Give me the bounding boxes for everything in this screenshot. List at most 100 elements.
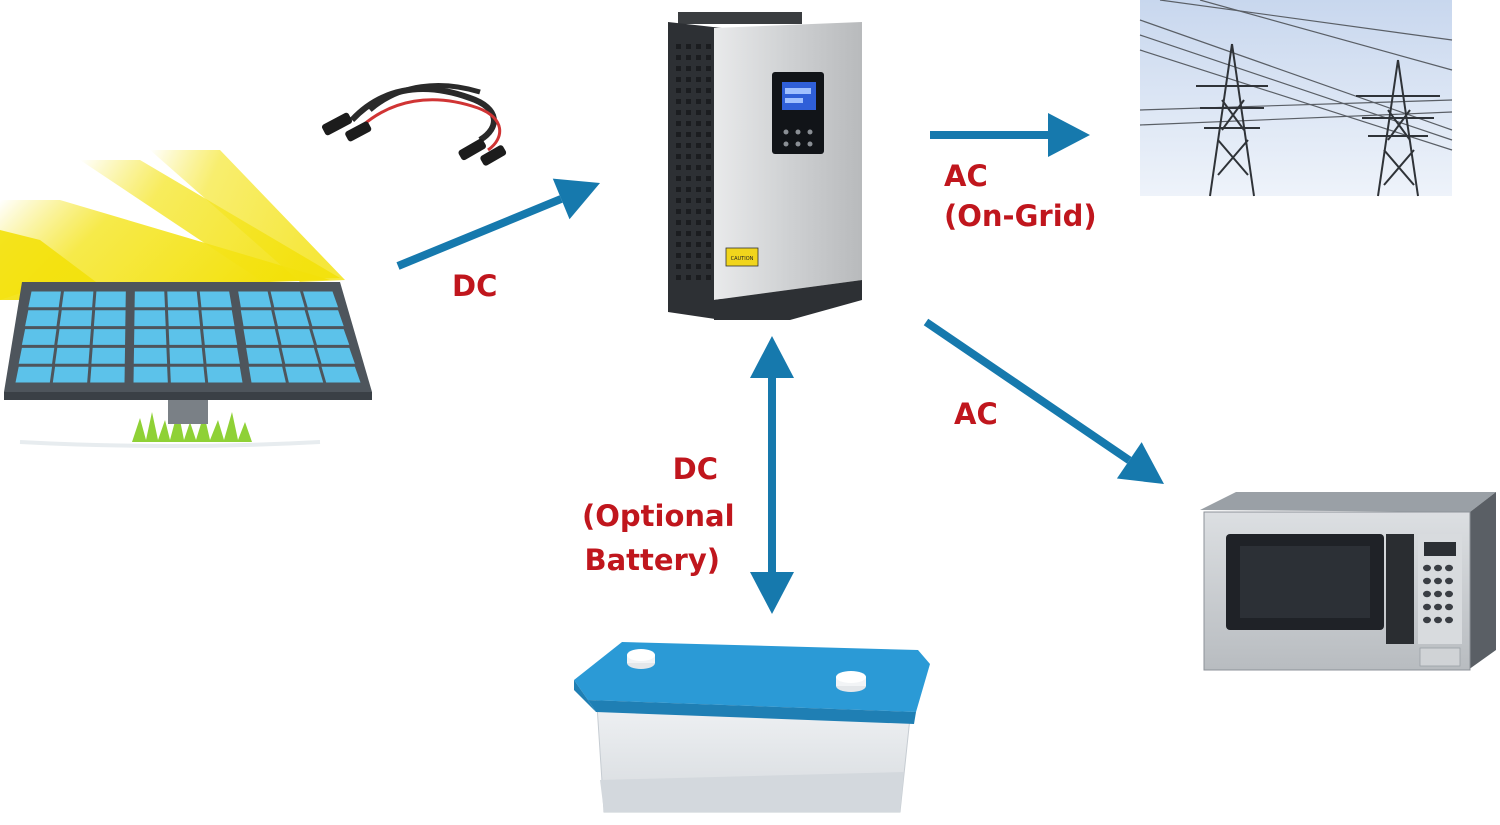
vent-slot xyxy=(696,242,701,247)
vent-slot xyxy=(706,66,711,71)
solar-cell xyxy=(203,329,238,345)
solar-cell xyxy=(270,291,305,308)
vent-slot xyxy=(696,198,701,203)
vent-slot xyxy=(686,253,691,258)
keypad-button xyxy=(1434,603,1442,611)
vent-slot xyxy=(676,143,681,148)
vent-slot xyxy=(676,88,681,93)
vent-slot xyxy=(676,187,681,192)
microwave-icon xyxy=(1200,492,1496,671)
solar-cell xyxy=(169,347,204,364)
keypad-button xyxy=(1445,616,1453,624)
solar-cell xyxy=(206,366,243,383)
solar-cell xyxy=(285,366,324,383)
solar-cell xyxy=(134,310,166,327)
vent-slot xyxy=(676,77,681,82)
vent-slot xyxy=(676,165,681,170)
vent-slot xyxy=(696,187,701,192)
vent-slot xyxy=(706,143,711,148)
solar-cell xyxy=(18,347,55,364)
hybrid-inverter-icon: CAUTION xyxy=(668,12,862,320)
solar-cell xyxy=(61,291,94,308)
vent-slot xyxy=(706,220,711,225)
solar-cell xyxy=(133,347,168,364)
vent-slot xyxy=(686,77,691,82)
vent-slot xyxy=(706,165,711,170)
vent-slot xyxy=(686,264,691,269)
solar-cell xyxy=(168,329,202,345)
vent-slot xyxy=(706,121,711,126)
vent-slot xyxy=(676,231,681,236)
solar-cell xyxy=(312,329,350,345)
solar-cell xyxy=(238,291,272,308)
solar-cell xyxy=(277,329,314,345)
vent-slot xyxy=(706,99,711,104)
vent-slot xyxy=(696,275,701,280)
keypad-button xyxy=(1423,590,1431,598)
keypad-button xyxy=(1445,564,1453,572)
solar-cell xyxy=(15,366,53,383)
solar-cell xyxy=(57,329,91,345)
vent-slot xyxy=(706,187,711,192)
arrow-inverter-to-grid xyxy=(930,113,1090,157)
solar-cell xyxy=(93,310,126,327)
vent-slot xyxy=(686,165,691,170)
vent-slot xyxy=(696,121,701,126)
label-dc-battery-line3: Battery) xyxy=(584,543,720,577)
solar-cell xyxy=(167,310,201,327)
vent-slot xyxy=(676,220,681,225)
solar-cell xyxy=(59,310,93,327)
solar-cell xyxy=(91,347,126,364)
arrow-battery-bidirectional xyxy=(750,336,794,614)
keypad-button xyxy=(1434,616,1442,624)
vent-slot xyxy=(676,55,681,60)
vent-slot xyxy=(696,55,701,60)
vent-slot xyxy=(686,242,691,247)
label-ac-on-grid-line1: AC xyxy=(944,159,988,193)
solar-cell xyxy=(316,347,355,364)
vent-slot xyxy=(676,264,681,269)
keypad-button xyxy=(1434,590,1442,598)
vent-slot xyxy=(676,44,681,49)
vent-slot xyxy=(706,198,711,203)
vent-slot xyxy=(686,110,691,115)
vent-slot xyxy=(686,209,691,214)
microwave-keypad xyxy=(1423,564,1453,624)
vent-slot xyxy=(706,242,711,247)
vent-slot xyxy=(686,66,691,71)
solar-cell xyxy=(25,310,59,327)
vent-slot xyxy=(706,44,711,49)
arrow-inverter-to-load xyxy=(923,318,1164,484)
vent-slot xyxy=(706,264,711,269)
solar-cell-grid xyxy=(15,291,361,383)
vent-slot xyxy=(676,198,681,203)
vent-slot xyxy=(706,77,711,82)
vent-slot xyxy=(686,88,691,93)
vent-slot xyxy=(696,88,701,93)
vent-slot xyxy=(706,275,711,280)
keypad-button xyxy=(1423,577,1431,585)
vent-slot xyxy=(686,44,691,49)
vent-slot xyxy=(706,110,711,115)
solar-cell xyxy=(134,329,167,345)
solar-cell xyxy=(243,329,279,345)
vent-slot xyxy=(696,66,701,71)
vent-slot xyxy=(686,176,691,181)
solar-panel-icon xyxy=(0,150,372,448)
vent-slot xyxy=(686,121,691,126)
solar-cell xyxy=(167,291,199,308)
power-grid-icon xyxy=(1139,0,1453,197)
vent-slot xyxy=(696,209,701,214)
vent-slot xyxy=(676,242,681,247)
vent-slot xyxy=(706,55,711,60)
solar-cell xyxy=(303,291,339,308)
vent-slot xyxy=(686,143,691,148)
arrow-solar-to-inverter xyxy=(396,178,600,270)
flow-arrows xyxy=(396,113,1164,614)
sun-ray xyxy=(150,150,345,282)
solar-cell xyxy=(204,347,240,364)
vent-slot xyxy=(696,132,701,137)
vent-slot xyxy=(706,253,711,258)
vent-slot xyxy=(686,198,691,203)
vent-slot xyxy=(706,88,711,93)
